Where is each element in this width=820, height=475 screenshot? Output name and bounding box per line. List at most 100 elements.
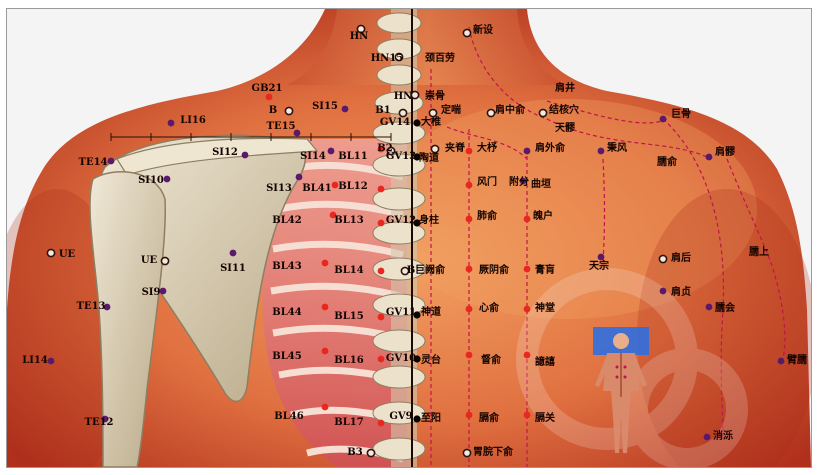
acupoint-marker-b2 [386,146,396,156]
acupoint-marker-bl13 [377,219,385,227]
acupoint-label-bl14: BL14 [334,265,363,276]
acupoint-label-b1: B1 [375,105,390,116]
back-muscle-highlight [377,99,757,319]
acupoint-marker-yixi [523,351,531,359]
acupoint-marker-b3 [366,448,376,458]
acupoint-label-yixi: 譩譆 [535,355,555,368]
acupoint-marker-gv10 [413,355,421,363]
acupoint-label-jianzhen: 肩贞 [671,285,691,298]
acupoint-label-geshu: 膈俞 [478,411,500,424]
acupoint-label-jiaji: 夹脊 [445,141,466,154]
acupoint-marker-si11 [229,249,237,257]
acupoint-label-b3: B3 [347,447,362,458]
shoulder-ruler [110,133,392,141]
acupoint-label-si14: SI14 [300,151,326,162]
acupoint-label-b_mid: B [407,265,415,276]
acupoint-label-jianjing: 肩井 [555,81,575,94]
acupoint-marker-bl46 [321,403,329,411]
acupoint-label-dazhu: 大杼 [477,141,498,154]
acupoint-marker-bl16 [377,355,385,363]
acupoint-marker-shentang [523,305,531,313]
acupoint-label-bl16: BL16 [334,355,363,366]
acupoint-label-shenzhu: 身柱 [419,213,439,226]
acupoint-label-fengmen: 风门 [477,175,497,188]
acupoint-marker-jianliao [705,153,713,161]
acupoint-label-hn_top: HN [350,31,369,42]
acupoint-label-bl45: BL45 [272,351,301,362]
acupoint-marker-bl44 [321,303,329,311]
acupoint-marker-bl14 [377,267,385,275]
acupoint-marker-bingfeng [597,147,605,155]
acupoint-marker-li14 [47,357,55,365]
acupoint-marker-si14 [327,147,335,155]
acupoint-label-gv9: GV9 [389,411,412,422]
acupoint-label-dushu: 督俞 [481,353,502,366]
acupoint-marker-gv14 [413,119,421,127]
acupoint-label-b: B [269,105,277,116]
acupoint-marker-jianzhen [659,287,667,295]
acupoint-label-bl43: BL43 [272,261,301,272]
acupoint-marker-quyuan [519,177,527,185]
body-figure-back-icon[interactable] [587,327,655,455]
acupoint-label-hn_mid: HN [394,91,413,102]
acupoint-marker-jianzhongshu [486,108,496,118]
acupoint-label-quyuan: 曲垣 [531,177,551,190]
acupoint-marker-feishu [465,215,473,223]
acupoint-label-naohui: 臑会 [715,301,735,314]
acupoint-label-b2: B2 [377,143,392,154]
acupoint-marker-te12 [101,415,109,423]
acupoint-marker-te13 [103,303,111,311]
acupoint-label-gv14: GV14 [380,117,410,128]
acupoint-label-gv11: GV11 [386,307,416,318]
acupoint-label-taodao: 陶道 [419,151,439,164]
acupoint-label-te13: TE13 [77,301,106,312]
acupoint-label-bl15: BL15 [334,311,363,322]
acupoint-marker-bl45 [321,347,329,355]
acupoint-label-jianzhongshu: 肩中俞 [495,103,526,116]
acupoint-label-weiwanxiashu: 胃脘下俞 [473,445,514,458]
acupoint-label-te14: TE14 [79,157,108,168]
acupoint-marker-bl12 [377,185,385,193]
acupoint-label-bl46: BL46 [274,411,303,422]
acupoint-label-li16: LI16 [180,115,206,126]
acupoint-label-si9: SI9 [142,287,161,298]
acupoint-marker-xinshe [462,28,472,38]
acupoint-marker-jiehexue [538,108,548,118]
acupoint-marker-b1 [398,108,408,118]
acupoint-label-gv10: GV10 [386,353,416,364]
acupoint-marker-si13 [295,173,303,181]
acupoint-label-bl17: BL17 [334,417,363,428]
acupoint-marker-jueyinshu [465,265,473,273]
acupoint-label-gv12: GV12 [386,215,416,226]
acupoint-marker-weiwanxiashu [462,448,472,458]
acupoint-marker-gv11 [413,311,421,319]
acupoint-marker-bl11 [377,145,385,153]
acupoint-marker-hn_mid [410,90,420,100]
acupoint-label-tianzong: 天宗 [589,259,609,272]
acupoint-marker-si10 [163,175,171,183]
acupoint-label-dingchuan: 定喘 [441,103,461,116]
acupoint-markers [46,24,785,458]
acupoint-label-li14: LI14 [22,355,48,366]
acupoint-marker-si9 [159,287,167,295]
acupoint-label-jubique: 巨阙俞 [415,263,446,276]
acupoint-marker-pohu [523,215,531,223]
acupoint-marker-dazhu [465,147,473,155]
acupoint-marker-te14 [107,157,115,165]
acupoint-label-bl13: BL13 [334,215,363,226]
acupoint-label-si12: SI12 [212,147,238,158]
acupoint-label-dazhui: 大椎 [421,115,441,128]
acupoint-label-geguan: 膈关 [534,411,555,424]
scapular-spine [116,137,319,176]
acupoint-label-shentang: 神堂 [535,301,555,314]
acupoint-marker-dushu [465,351,473,359]
acupoint-label-fufen: 附分 [509,175,529,188]
acupoint-marker-binao [777,357,785,365]
acupoint-label-bl44: BL44 [272,307,301,318]
acupoint-label-jianliao: 肩髎 [715,145,736,158]
acupoint-label-jianhou: 肩后 [671,251,691,264]
acupoint-label-jingbailao: 颈百劳 [424,51,455,64]
acupoint-label-bl12: BL12 [338,181,367,192]
